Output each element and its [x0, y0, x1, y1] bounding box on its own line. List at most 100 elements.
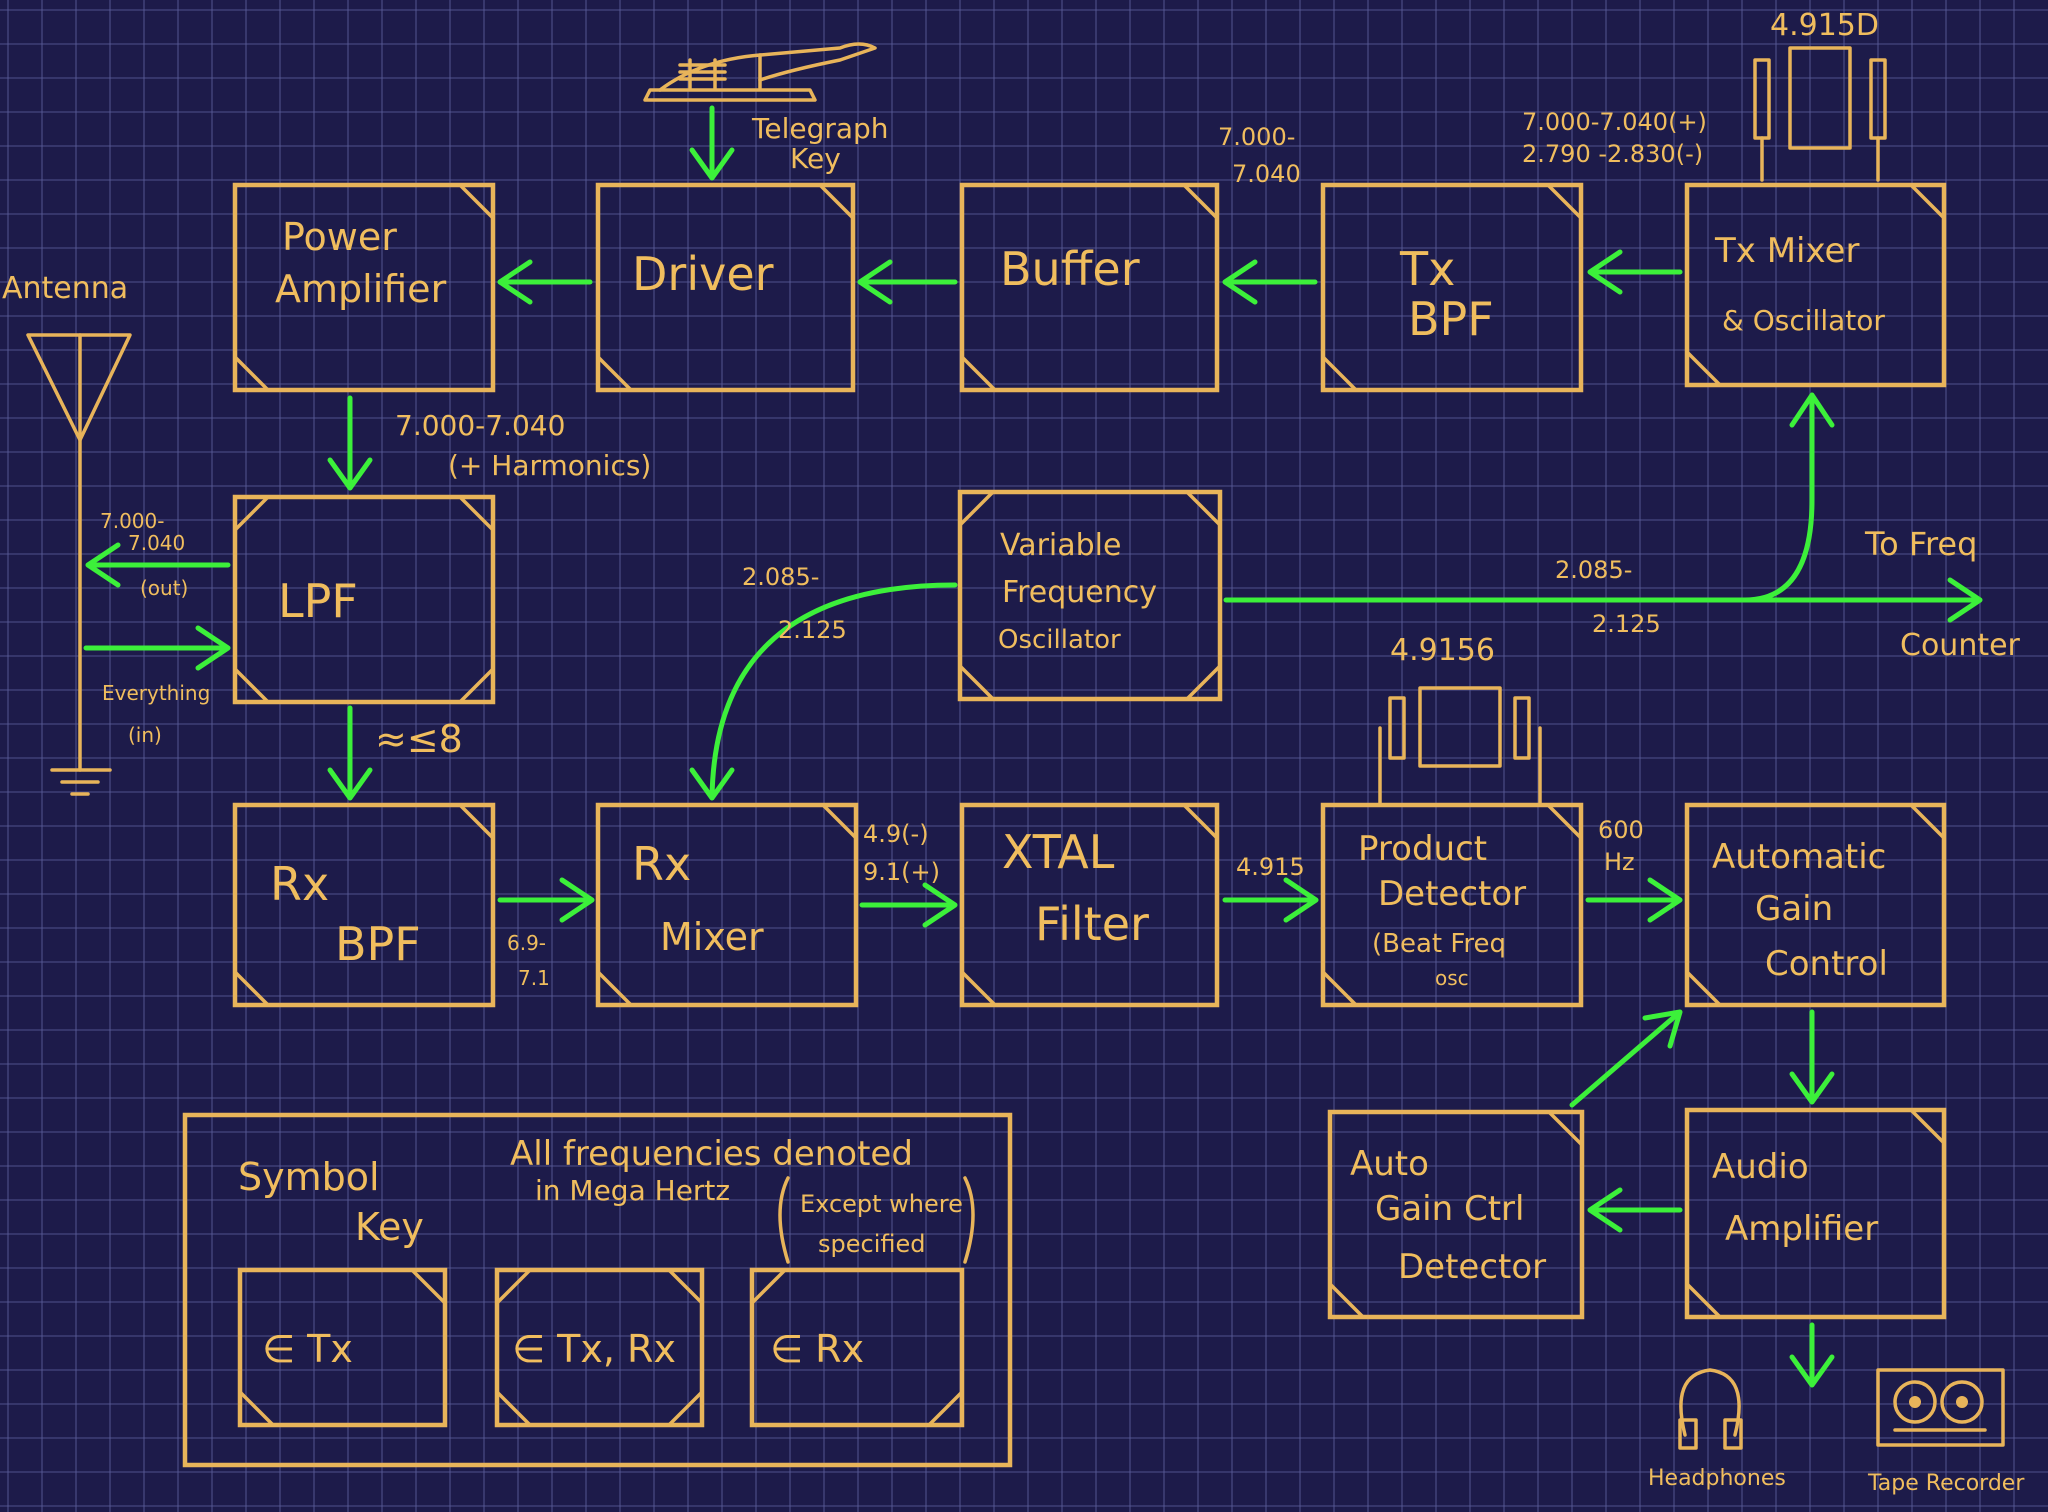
- freq-counter-label-2: Counter: [1900, 628, 2021, 663]
- legend-item-rx-label: ∈ Rx: [770, 1327, 864, 1371]
- tx-bpf-out-label-1: 7.000-: [1218, 123, 1295, 151]
- tx-mixer-label-2: & Oscillator: [1722, 304, 1885, 337]
- agc-label-1: Automatic: [1712, 837, 1886, 877]
- antenna-out-label-3: (out): [140, 576, 188, 600]
- block-product-detector[interactable]: Product Detector (Beat Freq osc: [1320, 802, 1584, 1008]
- xtal-out-label: 4.915: [1236, 853, 1305, 881]
- telegraph-key-label-1: Telegraph: [751, 112, 889, 145]
- rx-bpf-label-2: BPF: [335, 917, 421, 971]
- headphones-label: Headphones: [1648, 1466, 1786, 1491]
- legend-item-rx: ∈ Rx: [749, 1267, 965, 1428]
- lpf-rx-label: ≈≤8: [375, 717, 463, 761]
- tx-mixer-label-1: Tx Mixer: [1714, 231, 1859, 271]
- rx-mixer-label-2: Mixer: [660, 915, 764, 959]
- legend-note-2: in Mega Hertz: [535, 1174, 730, 1207]
- block-tx-bpf[interactable]: Tx BPF: [1320, 182, 1584, 393]
- arrow-pd-to-agc: [1585, 877, 1683, 923]
- vfo-out-label-1: 2.085-: [1555, 556, 1632, 584]
- arrow-pa-to-lpf: [327, 395, 373, 491]
- xtal-filter-label-1: XTAL: [1002, 825, 1115, 879]
- tx-mixer-out-label-1: 7.000-7.040(+): [1522, 108, 1707, 136]
- headphones-icon: [1678, 1368, 1743, 1450]
- arrow-txbpf-to-buffer: [1222, 259, 1318, 305]
- arrow-txmixer-to-txbpf: [1587, 249, 1683, 295]
- power-amplifier-label-2: Amplifier: [275, 267, 447, 311]
- arrow-vfo-to-counter: [1223, 577, 1983, 623]
- power-amplifier-label-1: Power: [282, 215, 397, 259]
- tx-bpf-out-label-2: 7.040: [1232, 160, 1301, 188]
- pd-out-label-1: 600: [1598, 816, 1644, 844]
- product-detector-label-2: Detector: [1378, 874, 1526, 914]
- legend-item-tx: ∈ Tx: [237, 1267, 448, 1428]
- freq-counter-label-1: To Freq: [1864, 525, 1977, 563]
- arrow-xtal-to-pd: [1222, 877, 1319, 923]
- vfo-to-rx-label-1: 2.085-: [742, 563, 819, 591]
- arrow-buffer-to-driver: [857, 259, 958, 305]
- arrow-key-to-driver: [689, 105, 735, 181]
- arrow-lpf-to-rxbpf: [327, 705, 373, 801]
- block-audio-amplifier[interactable]: Audio Amplifier: [1684, 1107, 1947, 1320]
- block-driver[interactable]: Driver: [595, 182, 856, 393]
- audio-amplifier-label-2: Amplifier: [1725, 1209, 1878, 1249]
- vfo-label-3: Oscillator: [998, 625, 1121, 655]
- antenna-in-label-2: (in): [128, 723, 162, 747]
- tx-mixer-out-label-2: 2.790 -2.830(-): [1522, 140, 1703, 168]
- tape-recorder-label: Tape Recorder: [1867, 1471, 2025, 1496]
- rx-bpf-label-1: Rx: [270, 857, 329, 911]
- vfo-to-rx-label-2: 2.125: [778, 616, 847, 644]
- agc-detector-label-1: Auto: [1350, 1144, 1429, 1184]
- block-agc[interactable]: Automatic Gain Control: [1684, 802, 1947, 1008]
- pd-out-label-2: Hz: [1604, 848, 1635, 876]
- arrow-antenna-to-lpf: [83, 625, 231, 671]
- agc-label-3: Control: [1765, 944, 1888, 984]
- arrow-lpf-to-antenna: [85, 542, 231, 588]
- legend-item-txrx: ∈ Tx, Rx: [494, 1267, 705, 1428]
- legend-title-1: Symbol: [238, 1155, 380, 1199]
- antenna-icon: [26, 333, 132, 796]
- block-agc-detector[interactable]: Auto Gain Ctrl Detector: [1327, 1109, 1585, 1320]
- arrow-driver-to-pa: [497, 259, 593, 305]
- driver-label: Driver: [632, 247, 774, 301]
- block-power-amplifier[interactable]: Power Amplifier: [232, 182, 496, 393]
- rx-mixer-out-label-1: 4.9(-): [863, 820, 929, 848]
- tx-bpf-label-1: Tx: [1399, 242, 1455, 296]
- block-vfo[interactable]: Variable Frequency Oscillator: [957, 489, 1223, 702]
- legend-note-1: All frequencies denoted: [510, 1134, 913, 1174]
- product-detector-label-1: Product: [1358, 829, 1487, 869]
- buffer-label: Buffer: [1000, 242, 1140, 296]
- legend-note-4: specified: [818, 1230, 925, 1258]
- agc-detector-label-2: Gain Ctrl: [1375, 1189, 1524, 1229]
- xtal-filter-label-2: Filter: [1035, 897, 1149, 951]
- antenna-out-label-1: 7.000-: [100, 509, 164, 533]
- arrow-vfo-to-rxmixer: [689, 582, 958, 801]
- antenna-in-label-1: Everything: [102, 681, 210, 705]
- arrow-audio-to-agcdet: [1587, 1187, 1683, 1233]
- crystal-icon-mid: [1378, 686, 1542, 807]
- crystal-icon-top: [1753, 46, 1887, 182]
- rx-mixer-label-1: Rx: [632, 837, 691, 891]
- pa-out-label-1: 7.000-7.040: [395, 409, 565, 442]
- crystal-mid-label: 4.9156: [1390, 633, 1495, 668]
- crystal-top-label: 4.915D: [1770, 8, 1879, 43]
- vfo-out-label-2: 2.125: [1592, 610, 1661, 638]
- block-rx-bpf[interactable]: Rx BPF: [232, 802, 496, 1008]
- block-rx-mixer[interactable]: Rx Mixer: [595, 802, 859, 1008]
- arrow-agcdet-to-agc: [1569, 1009, 1683, 1108]
- block-tx-mixer[interactable]: Tx Mixer & Oscillator: [1684, 182, 1947, 388]
- rx-mixer-out-label-2: 9.1(+): [863, 858, 940, 886]
- block-lpf[interactable]: LPF: [232, 494, 496, 705]
- block-buffer[interactable]: Buffer: [959, 182, 1220, 393]
- legend-note-3: Except where: [800, 1190, 963, 1218]
- product-detector-label-3: (Beat Freq: [1372, 929, 1506, 959]
- tx-bpf-label-2: BPF: [1408, 292, 1494, 346]
- antenna-out-label-2: 7.040: [128, 531, 185, 555]
- tape-recorder-icon: [1876, 1368, 2005, 1447]
- signal-arrows: [83, 105, 1983, 1388]
- block-xtal-filter[interactable]: XTAL Filter: [959, 802, 1220, 1008]
- lpf-label: LPF: [278, 574, 358, 628]
- legend-title-2: Key: [355, 1205, 424, 1249]
- telegraph-key-icon: [643, 42, 877, 102]
- antenna-label: Antenna: [2, 271, 128, 306]
